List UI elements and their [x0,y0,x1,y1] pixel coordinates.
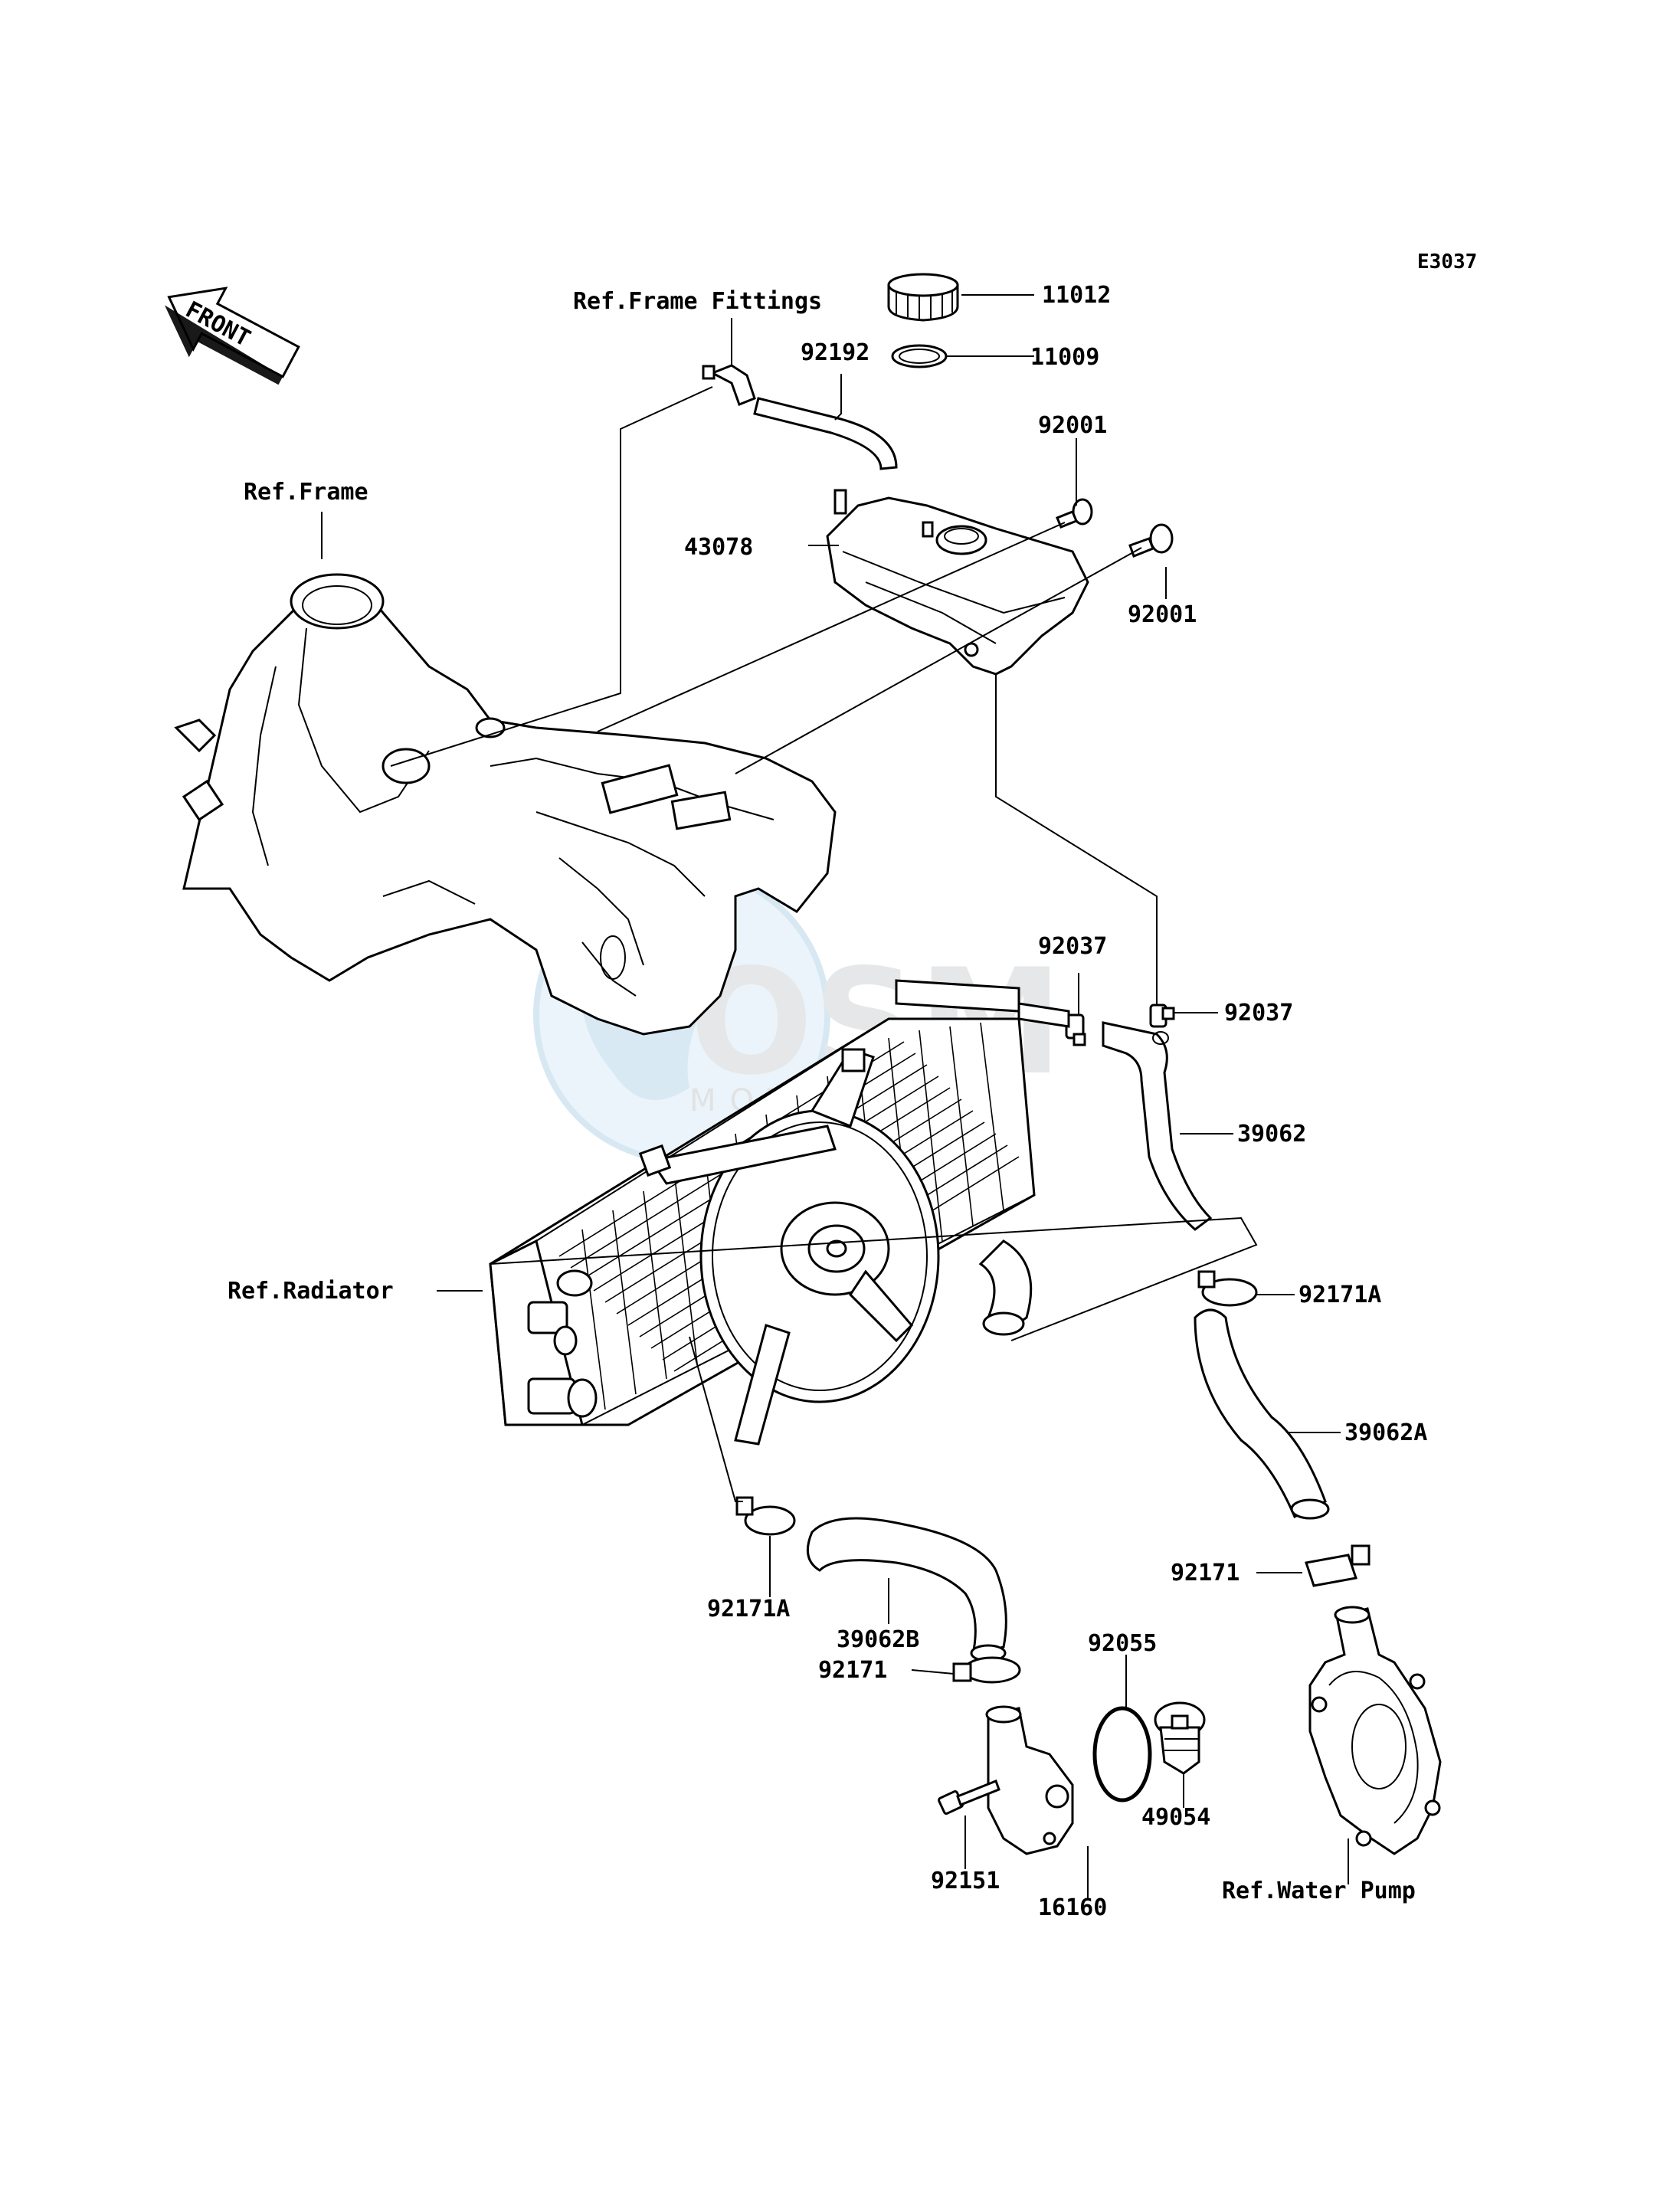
label-92151: 92151 [931,1868,1000,1894]
reservoir-tank-part [826,489,1089,676]
clip-92037-b-part [1149,1004,1175,1028]
label-92055: 92055 [1088,1630,1157,1657]
thermostat-49054-part [1154,1701,1206,1775]
cooling-fan-part [638,1048,940,1446]
label-16160: 16160 [1038,1894,1107,1921]
label-39062B: 39062B [837,1626,919,1653]
water-pump-part [1308,1606,1442,1855]
bolt-92151-part [938,1780,1000,1815]
label-92171-b: 92171 [818,1657,887,1684]
frame-fitting-clip-part [702,364,756,406]
label-43078: 43078 [684,534,753,561]
clamp-92171-lower-part [952,1656,1021,1684]
tank-cap-part [887,273,959,322]
leader-lines [321,294,1349,1900]
label-92171A-b: 92171A [707,1596,790,1622]
label-39062: 39062 [1237,1121,1306,1148]
clamp-92171A-upper-part [1197,1270,1258,1307]
thermostat-housing-part [985,1705,1074,1855]
clamp-92171A-lower-part [735,1496,796,1536]
o-ring-92055-part [1092,1706,1152,1802]
clip-92037-a-part [1065,1013,1086,1046]
frame-part [174,573,837,1036]
diagram-code: E3037 [1417,250,1477,273]
label-11009: 11009 [1030,344,1099,371]
label-ref-water-pump: Ref.Water Pump [1222,1878,1416,1904]
clamp-92171-right-part [1305,1544,1371,1587]
label-92192: 92192 [801,339,869,366]
label-ref-frame-fittings: Ref.Frame Fittings [573,288,822,315]
label-92001-a: 92001 [1038,412,1107,439]
label-39062A: 39062A [1344,1419,1427,1446]
label-92171A-a: 92171A [1298,1282,1381,1308]
label-92171-a: 92171 [1171,1560,1240,1586]
label-92037-a: 92037 [1038,933,1107,960]
hose-39062B-part [806,1517,1007,1657]
hose-39062A-part [1194,1308,1327,1519]
label-92037-b: 92037 [1224,1000,1293,1026]
label-92001-b: 92001 [1128,601,1197,628]
label-49054: 49054 [1141,1804,1210,1831]
label-11012: 11012 [1042,282,1111,309]
label-ref-radiator: Ref.Radiator [228,1278,394,1305]
hose-39062-part [1102,1021,1213,1231]
label-ref-frame: Ref.Frame [244,479,368,506]
front-arrow-icon: FRONT [164,286,300,385]
overflow-hose-part [753,397,898,470]
